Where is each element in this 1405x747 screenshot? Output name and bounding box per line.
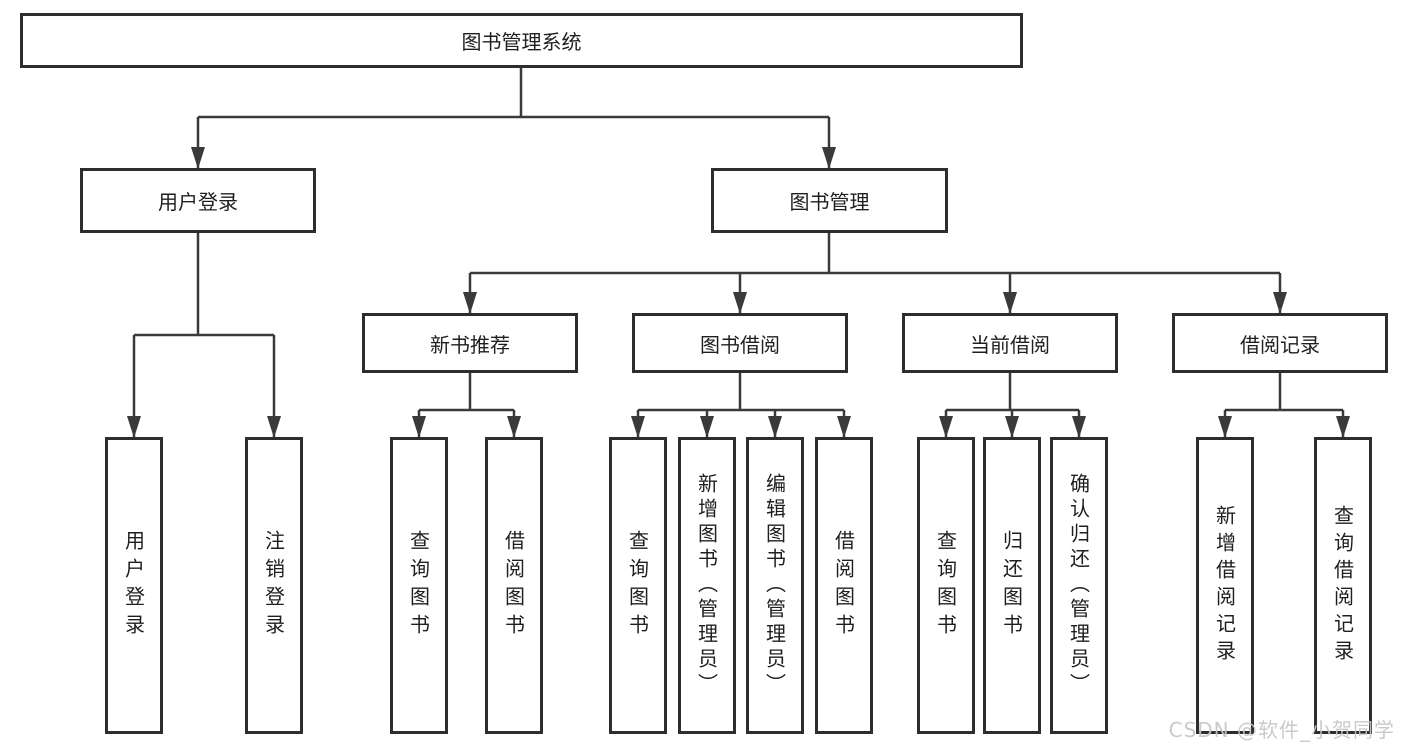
node-leaf-borrowing-add-books-admin: 新增图书（管理员） [678, 437, 736, 734]
node-leaf-current-return-books: 归还图书 [983, 437, 1041, 734]
node-leaf-current-query-books: 查询图书 [917, 437, 975, 734]
node-current-borrowing: 当前借阅 [902, 313, 1118, 373]
node-leaf-current-confirm-return-admin: 确认归还（管理员） [1050, 437, 1108, 734]
node-leaf-records-add-record: 新增借阅记录 [1196, 437, 1254, 734]
node-user-login: 用户登录 [80, 168, 316, 233]
node-leaf-borrowing-query-books: 查询图书 [609, 437, 667, 734]
watermark: CSDN @软件_小贺同学 [1168, 718, 1395, 742]
node-leaf-borrowing-borrow-books: 借阅图书 [815, 437, 873, 734]
node-borrowing-records: 借阅记录 [1172, 313, 1388, 373]
node-book-borrowing: 图书借阅 [632, 313, 848, 373]
node-leaf-logout: 注销登录 [245, 437, 303, 734]
node-leaf-recommend-borrow-books: 借阅图书 [485, 437, 543, 734]
node-new-book-recommend: 新书推荐 [362, 313, 578, 373]
node-leaf-user-login: 用户登录 [105, 437, 163, 734]
node-leaf-records-query-record: 查询借阅记录 [1314, 437, 1372, 734]
node-library-system-root: 图书管理系统 [20, 13, 1023, 68]
node-book-management: 图书管理 [711, 168, 948, 233]
node-leaf-recommend-query-books: 查询图书 [390, 437, 448, 734]
node-leaf-borrowing-edit-books-admin: 编辑图书（管理员） [746, 437, 804, 734]
